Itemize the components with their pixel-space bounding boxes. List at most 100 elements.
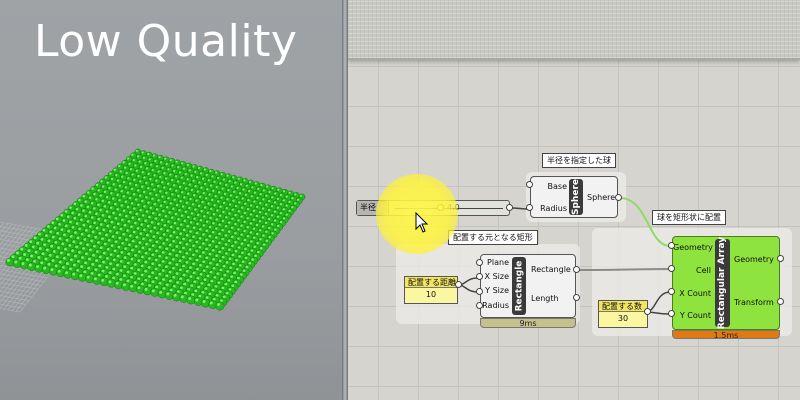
sphere-highlight [175,245,179,248]
grasshopper-canvas[interactable]: 半径を指定した球 配置する元となる矩形 球を矩形状に配置 半径 4.0 Base… [348,0,800,400]
rect-plane-grip[interactable] [476,259,483,266]
sphere-highlight [252,236,256,240]
rect-ysize-grip[interactable] [476,288,483,295]
rect-xsize-grip[interactable] [476,273,483,280]
rect-input-plane[interactable]: Plane [487,258,509,267]
sphere-highlight [109,172,112,175]
sphere-highlight [162,242,165,245]
sphere-highlight [176,180,180,183]
distance-panel-value[interactable]: 10 [425,290,437,299]
sphere-highlight [223,273,227,277]
sphere-highlight [69,267,72,271]
sphere-highlight [97,189,101,192]
sphere-radius-grip[interactable] [526,204,533,211]
count-panel-value[interactable]: 30 [617,314,629,323]
sphere-highlight [102,260,105,264]
rect-input-radius[interactable]: Radius [482,301,509,310]
rect-radius-grip[interactable] [476,302,483,309]
array-output-transform[interactable]: Transform [734,298,774,307]
sphere-output-sphere[interactable]: Sphere [587,193,616,202]
sphere-highlight [211,231,215,234]
sphere-highlight [175,160,178,163]
sphere-highlight [204,197,208,200]
rect-length-grip[interactable] [573,294,580,301]
slider-output-grip[interactable] [506,204,513,211]
sphere-highlight [98,255,102,259]
sphere-highlight [261,207,265,210]
sphere-highlight [235,267,239,271]
sphere-highlight [241,260,245,264]
sphere-highlight [161,181,164,184]
count-output-grip[interactable] [644,308,651,315]
sphere-input-radius[interactable]: Radius [540,204,567,213]
sphere-highlight [231,253,235,257]
sphere-input-base[interactable]: Base [547,182,567,191]
sphere-highlight [64,224,68,228]
rhino-viewport[interactable]: Low Quality [0,0,342,400]
sphere-highlight [76,236,80,240]
sphere-highlight [158,254,161,258]
sphere-highlight [214,194,217,198]
rect-output-grip[interactable] [573,266,580,273]
distance-output-grip[interactable] [455,281,462,288]
sphere-highlight [130,257,134,261]
sphere-highlight [151,280,155,284]
array-xcount-grip[interactable] [668,288,675,295]
sphere-highlight [277,224,280,228]
sphere-highlight [237,219,240,222]
sphere-highlight [25,258,29,262]
distance-panel[interactable]: 配置する距離 10 [404,276,458,304]
sphere-highlight [144,287,148,291]
sphere-highlight [244,193,247,196]
sphere-highlight [199,172,203,175]
sphere-highlight [225,207,228,210]
sphere-highlight [179,277,183,281]
rect-output-length[interactable]: Length [531,294,559,303]
panel-splitter[interactable] [342,0,348,400]
ground-grid-line [0,224,17,246]
array-input-ycount[interactable]: Y Count [679,311,711,320]
sphere-base-grip[interactable] [526,181,533,188]
array-input-cell[interactable]: Cell [696,266,711,275]
rect-input-ysize[interactable]: Y Size [485,286,509,295]
sphere-highlight [270,205,274,208]
sphere-highlight [115,272,119,276]
rectangle-component[interactable]: Plane X Size Y Size Radius Rectangle Rec… [480,254,576,318]
sphere-highlight [179,223,183,226]
sphere-highlight [150,221,154,224]
sphere-highlight [185,201,188,204]
sphere-highlight [116,193,119,197]
sphere-highlight [215,263,219,267]
array-geometry-grip[interactable] [668,242,675,249]
array-output-geometry[interactable]: Geometry [734,255,774,264]
array-ycount-grip[interactable] [668,310,675,317]
sphere-highlight [221,237,224,241]
array-input-geometry[interactable]: Geometry [673,243,713,252]
sphere-highlight [119,278,123,281]
sphere-output-grip[interactable] [615,194,622,201]
array-input-xcount[interactable]: X Count [679,289,711,298]
sphere-highlight [145,233,149,237]
rect-output-rectangle[interactable]: Rectangle [531,265,571,274]
sphere-highlight [155,193,158,197]
array-cell-grip[interactable] [668,265,675,272]
sphere-highlight [160,218,164,222]
sphere-highlight [282,208,285,211]
sphere-highlight [178,171,182,174]
sphere-highlight [142,237,145,241]
sphere-highlight [105,265,109,269]
sphere-highlight [40,261,44,265]
sphere-highlight [162,209,165,213]
array-out-geometry-grip[interactable] [777,255,784,262]
sphere-highlight [105,233,108,237]
sphere-highlight [195,249,199,253]
rect-input-xsize[interactable]: X Size [484,272,509,281]
count-panel[interactable]: 配置する数 30 [598,300,648,328]
sphere-highlight [210,207,213,211]
array-out-transform-grip[interactable] [777,298,784,305]
sphere-highlight [161,278,165,282]
sphere-highlight [117,222,120,225]
rectangular-array-component[interactable]: Geometry Cell X Count Y Count Rectangula… [672,236,780,330]
sphere-highlight [148,284,151,288]
sphere-component[interactable]: Base Radius Sphere Sphere [530,176,618,218]
